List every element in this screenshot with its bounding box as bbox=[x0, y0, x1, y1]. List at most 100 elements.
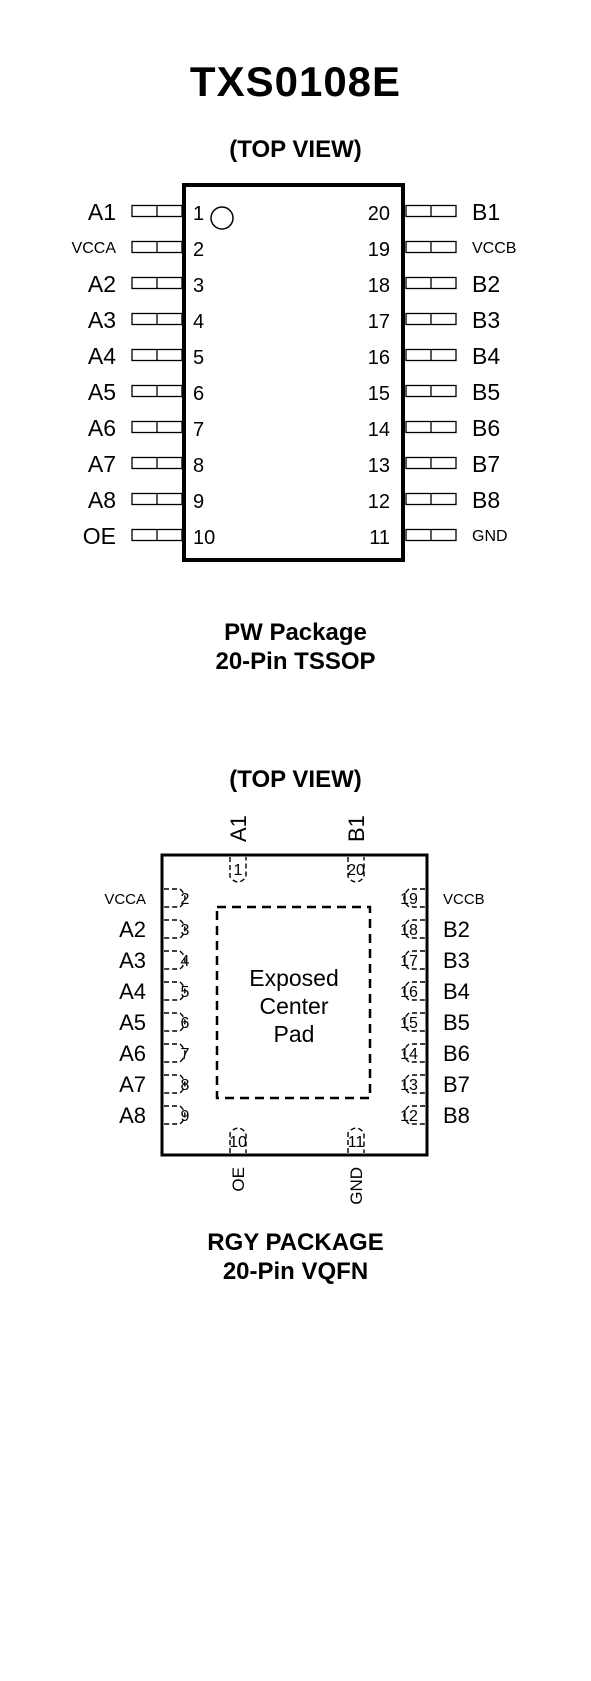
qfn-pin-pad-a1 bbox=[229, 857, 247, 883]
tssop-pin-label-vccb: VCCB bbox=[472, 240, 516, 257]
qfn-pin-number-18: 18 bbox=[400, 922, 418, 939]
qfn-pin-number-17: 17 bbox=[400, 953, 418, 970]
tssop-pin-label-vcca: VCCA bbox=[72, 240, 117, 257]
qfn-pin-label-b8: B8 bbox=[443, 1103, 470, 1128]
tssop-top-view-label: (TOP VIEW) bbox=[229, 136, 362, 163]
qfn-pin-number-3: 3 bbox=[181, 922, 190, 939]
qfn-pin-pad-b4 bbox=[403, 981, 425, 1001]
tssop-pin-label-oe: OE bbox=[83, 523, 116, 549]
qfn-pin-label-b5: B5 bbox=[443, 1010, 470, 1035]
tssop-pin-label-b7: B7 bbox=[472, 451, 500, 477]
chip-title: TXS0108E bbox=[189, 58, 402, 105]
tssop-pin-label-b1: B1 bbox=[472, 199, 500, 225]
tssop-pin-number-2: 2 bbox=[193, 239, 204, 261]
qfn-pin-pad-a5 bbox=[164, 1012, 186, 1032]
qfn-pin-label-b6: B6 bbox=[443, 1041, 470, 1066]
qfn-pin-number-14: 14 bbox=[400, 1046, 418, 1063]
qfn-pin-pad-a8 bbox=[164, 1105, 186, 1125]
tssop-pin-label-b8: B8 bbox=[472, 487, 500, 513]
qfn-pin-number-20: 20 bbox=[347, 862, 365, 879]
tssop-pin-number-11: 11 bbox=[369, 527, 390, 549]
qfn-pin-pad-oe bbox=[229, 1127, 247, 1153]
qfn-pin-label-a5: A5 bbox=[119, 1010, 146, 1035]
qfn-caption: RGY PACKAGE 20-Pin VQFN bbox=[0, 1228, 591, 1286]
qfn-body-outline bbox=[160, 853, 429, 1157]
qfn-pin-number-4: 4 bbox=[181, 953, 190, 970]
qfn-pin-label-vcca: VCCA bbox=[104, 891, 146, 908]
qfn-pin-pad-a7 bbox=[164, 1074, 186, 1094]
tssop-pin-number-5: 5 bbox=[193, 347, 204, 369]
tssop-caption-name: PW Package bbox=[224, 619, 367, 646]
qfn-pin-number-7: 7 bbox=[181, 1046, 190, 1063]
tssop-pin-number-1: 1 bbox=[193, 203, 204, 225]
tssop-pin-number-12: 12 bbox=[368, 491, 390, 513]
center-pad-label-1: Exposed bbox=[249, 965, 339, 991]
qfn-pin-pad-a2 bbox=[164, 919, 186, 939]
tssop-pin-label-a8: A8 bbox=[88, 487, 116, 513]
tssop-pin-number-14: 14 bbox=[368, 419, 390, 441]
qfn-pin-label-a2: A2 bbox=[119, 917, 146, 942]
qfn-pin-number-6: 6 bbox=[181, 1015, 190, 1032]
qfn-pin-pad-a4 bbox=[164, 981, 186, 1001]
qfn-package-drawing: ExposedCenterPad2VCCA3A24A35A46A57A68A79… bbox=[104, 815, 484, 1205]
qfn-pin-number-13: 13 bbox=[400, 1077, 418, 1094]
qfn-pin-pad-b5 bbox=[403, 1012, 425, 1032]
tssop-pin-number-7: 7 bbox=[193, 419, 204, 441]
qfn-pin-number-1: 1 bbox=[234, 862, 243, 879]
qfn-pin-pad-b8 bbox=[403, 1105, 425, 1125]
qfn-pin-label-a7: A7 bbox=[119, 1072, 146, 1097]
qfn-pin-label-b3: B3 bbox=[443, 948, 470, 973]
center-pad-label-2: Center bbox=[259, 993, 328, 1019]
tssop-body-outline bbox=[182, 183, 405, 562]
qfn-pin-label-a1: A1 bbox=[226, 815, 251, 842]
tssop-pin-label-a3: A3 bbox=[88, 307, 116, 333]
qfn-pin-pad-b7 bbox=[403, 1074, 425, 1094]
qfn-pin-label-b7: B7 bbox=[443, 1072, 470, 1097]
tssop-pin-label-a2: A2 bbox=[88, 271, 116, 297]
tssop-pin-label-a4: A4 bbox=[88, 343, 116, 369]
tssop-pin-label-gnd: GND bbox=[472, 528, 508, 545]
tssop-pin-label-b6: B6 bbox=[472, 415, 500, 441]
tssop-pin-label-b2: B2 bbox=[472, 271, 500, 297]
qfn-pin-number-2: 2 bbox=[181, 891, 190, 908]
qfn-pin-number-11: 11 bbox=[348, 1134, 365, 1151]
qfn-pin-pad-b2 bbox=[403, 919, 425, 939]
tssop-pin-label-b3: B3 bbox=[472, 307, 500, 333]
qfn-caption-name: RGY PACKAGE bbox=[207, 1229, 384, 1256]
tssop-pin-number-6: 6 bbox=[193, 383, 204, 405]
tssop-pin-number-4: 4 bbox=[193, 311, 204, 333]
qfn-pin-pad-vccb bbox=[403, 888, 425, 908]
qfn-top-view-label: (TOP VIEW) bbox=[229, 766, 362, 793]
exposed-center-pad bbox=[215, 905, 372, 1100]
pin1-marker-icon bbox=[210, 206, 234, 230]
qfn-pin-label-b1: B1 bbox=[344, 815, 369, 842]
tssop-pin-number-15: 15 bbox=[368, 383, 390, 405]
tssop-pin-number-9: 9 bbox=[193, 491, 204, 513]
tssop-caption-pins: 20-Pin TSSOP bbox=[215, 648, 376, 675]
tssop-pin-number-16: 16 bbox=[368, 347, 390, 369]
qfn-pin-label-a6: A6 bbox=[119, 1041, 146, 1066]
tssop-pin-label-b5: B5 bbox=[472, 379, 500, 405]
qfn-pin-pad-b6 bbox=[403, 1043, 425, 1063]
tssop-pin-label-a5: A5 bbox=[88, 379, 116, 405]
qfn-pin-pad-gnd bbox=[347, 1127, 365, 1153]
qfn-pin-label-oe: OE bbox=[229, 1167, 248, 1192]
qfn-pin-number-16: 16 bbox=[400, 984, 418, 1001]
tssop-pin-number-13: 13 bbox=[368, 455, 390, 477]
qfn-pin-label-b4: B4 bbox=[443, 979, 470, 1004]
tssop-pin-number-3: 3 bbox=[193, 275, 204, 297]
tssop-pin-label-a7: A7 bbox=[88, 451, 116, 477]
qfn-pin-label-gnd: GND bbox=[347, 1167, 366, 1205]
qfn-pin-label-a8: A8 bbox=[119, 1103, 146, 1128]
tssop-caption: PW Package 20-Pin TSSOP bbox=[0, 618, 591, 676]
qfn-pin-number-9: 9 bbox=[181, 1108, 190, 1125]
qfn-pin-number-19: 19 bbox=[400, 891, 418, 908]
tssop-pin-number-17: 17 bbox=[368, 311, 390, 333]
tssop-pin-number-10: 10 bbox=[193, 527, 215, 549]
qfn-pin-number-8: 8 bbox=[181, 1077, 190, 1094]
tssop-pin-label-a1: A1 bbox=[88, 199, 116, 225]
tssop-pin-label-b4: B4 bbox=[472, 343, 500, 369]
